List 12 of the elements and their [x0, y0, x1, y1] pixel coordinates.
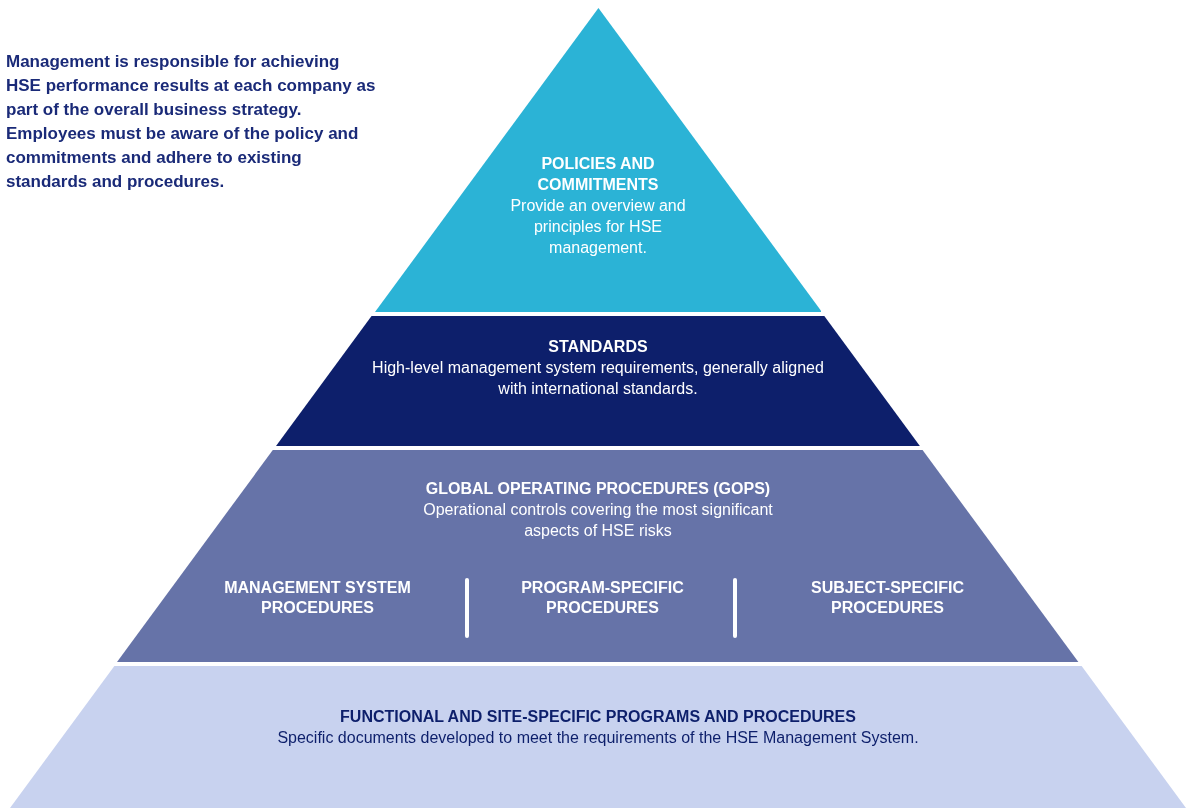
- tier-description: Operational controls covering the most significant aspects of HSE risks: [422, 500, 774, 541]
- tier-heading: STANDARDS: [547, 337, 649, 357]
- procedure-category: SUBJECT-SPECIFIC PROCEDURES: [810, 578, 965, 618]
- tier-description: Provide an overview and principles for HSE management.: [509, 196, 687, 258]
- intro-paragraph: Management is responsible for achieving HSE performance results at each company as part of the overall business strategy. Employees must be aware of the policy and commitments and adhere to existing standards and procedures.: [6, 51, 376, 193]
- tier-description: Specific documents developed to meet the requirements of the HSE Management System.: [276, 728, 920, 748]
- procedure-category: PROGRAM-SPECIFIC PROCEDURES: [520, 578, 685, 618]
- procedure-category: MANAGEMENT SYSTEM PROCEDURES: [223, 578, 412, 618]
- tier-description: High-level management system requirements, generally aligned with international standards.: [371, 358, 825, 399]
- tier-heading: FUNCTIONAL AND SITE-SPECIFIC PROGRAMS AND PROCEDURES: [339, 707, 857, 727]
- tier-heading: POLICIES AND COMMITMENTS: [536, 154, 660, 195]
- tier-heading: GLOBAL OPERATING PROCEDURES (GOPS): [424, 479, 772, 499]
